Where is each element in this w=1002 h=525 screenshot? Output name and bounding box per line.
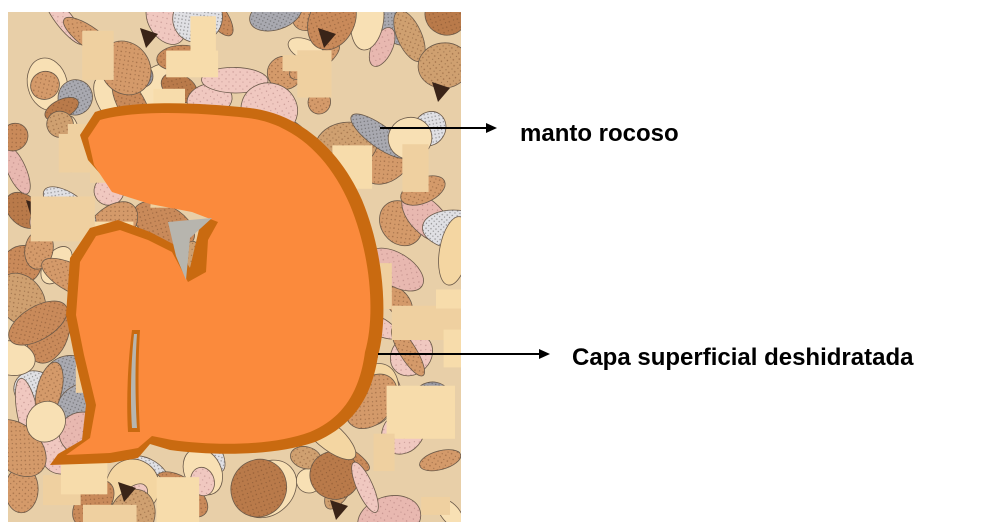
sand-tile	[444, 330, 510, 368]
sand-tile	[61, 461, 107, 494]
label-rock-mantle: manto rocoso	[520, 120, 679, 147]
sand-tile	[83, 505, 137, 525]
sand-tile	[421, 497, 450, 515]
sand-tile	[157, 477, 200, 523]
arrow-right-icon	[486, 123, 497, 133]
sand-tile	[82, 31, 113, 80]
sand-tile	[190, 16, 215, 51]
sand-tile	[374, 434, 395, 471]
sand-tile	[166, 51, 218, 78]
sand-tile	[387, 386, 455, 439]
sand-tile	[283, 55, 311, 71]
label-dehydrated-layer: Capa superficial deshidratada	[572, 344, 914, 371]
figure-body	[66, 113, 370, 455]
arrow-right-icon	[539, 349, 550, 359]
sand-tile	[31, 197, 95, 242]
sand-tile	[436, 289, 478, 308]
crouching-figure	[50, 103, 383, 465]
sand-tile	[402, 144, 428, 192]
